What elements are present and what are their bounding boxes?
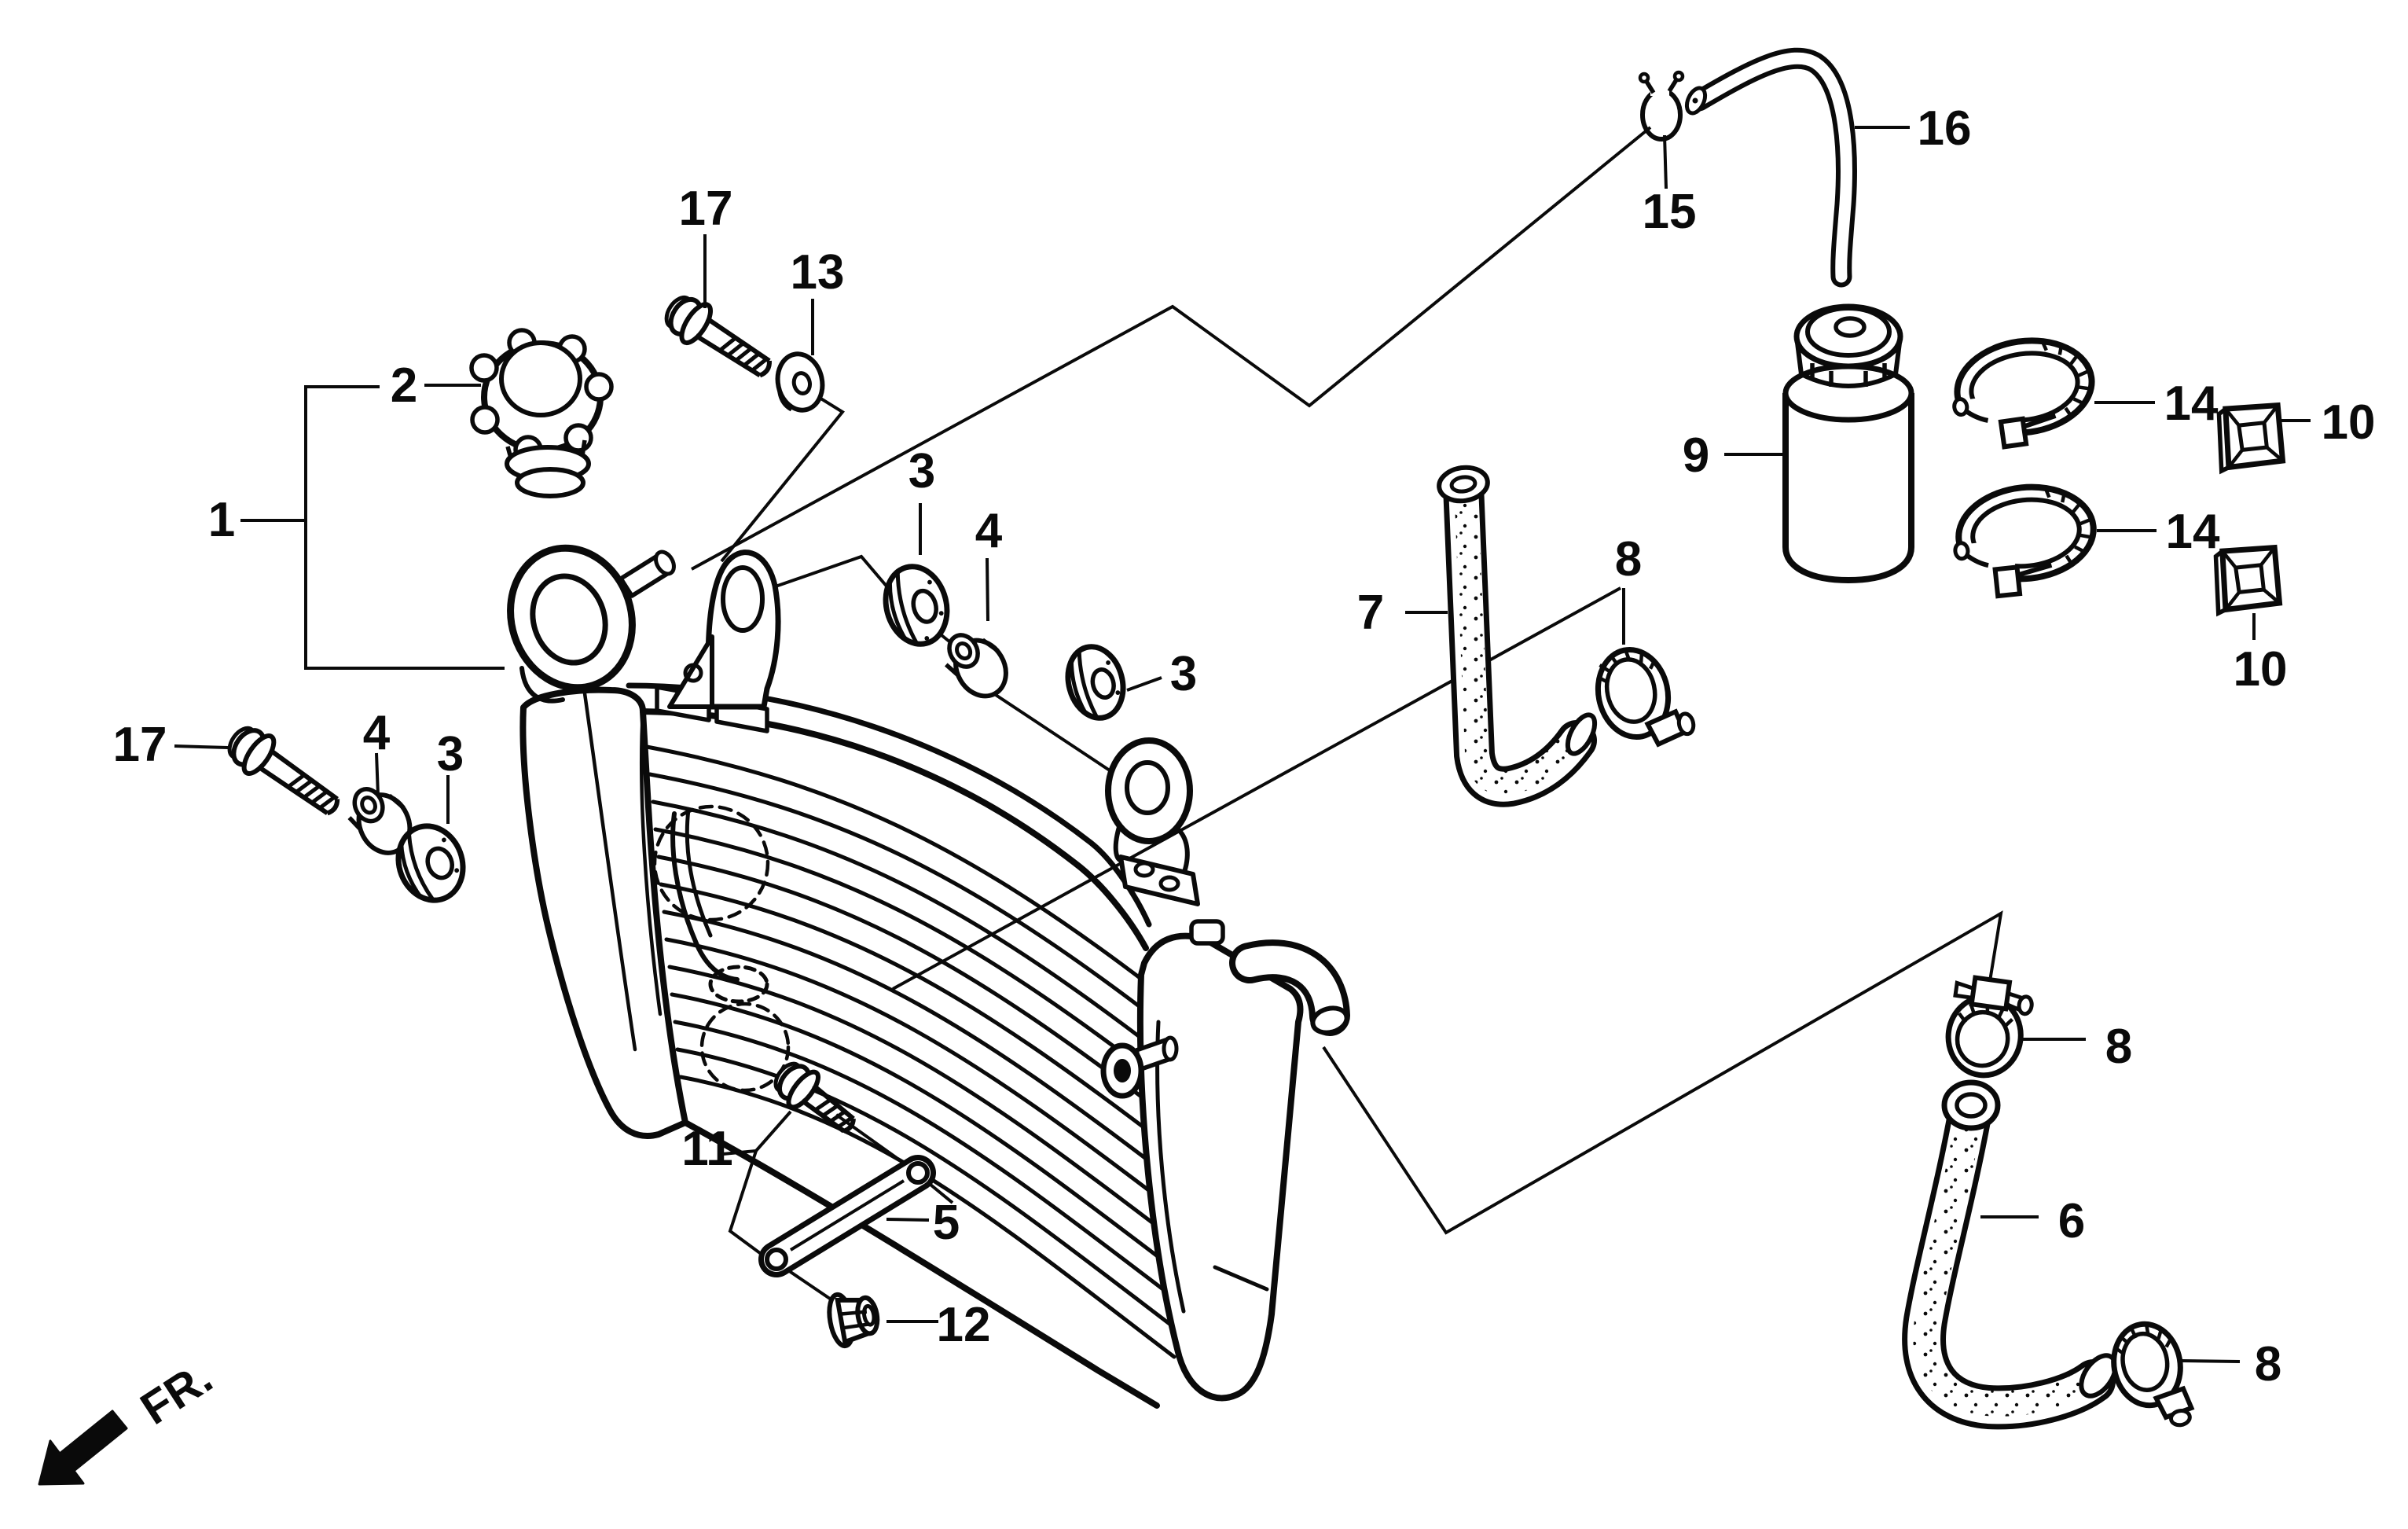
part-label-2: 2 — [391, 358, 417, 413]
line-neck-to-clamp15 — [691, 126, 1652, 571]
part-label-14-lower: 14 — [2166, 505, 2220, 559]
clip-10-upper — [2216, 402, 2286, 475]
part-label-15: 15 — [1643, 185, 1697, 239]
leader-4-left — [375, 752, 380, 796]
reference-lines — [691, 126, 2003, 1300]
grommet-3-right — [1065, 644, 1126, 721]
part-label-8-middle: 8 — [1615, 532, 1642, 586]
bracket-1 — [304, 385, 505, 670]
front-arrow-icon — [38, 1410, 128, 1486]
core-bottom-edge — [682, 1119, 1160, 1409]
upper-mount-bracket — [667, 549, 781, 710]
part-label-1: 1 — [208, 493, 235, 547]
part-label-8-lower-right: 8 — [2255, 1337, 2281, 1391]
radiator-core-fins — [644, 744, 1176, 1359]
line-washer13-to-bracket — [720, 390, 845, 563]
tube-clip-15 — [1638, 70, 1685, 142]
line-collar-to-eye — [992, 692, 1121, 778]
right-mount-bracket — [1105, 737, 1200, 906]
part-label-12: 12 — [937, 1298, 991, 1352]
part-label-7: 7 — [1357, 586, 1384, 640]
radiator-left-tank — [519, 686, 688, 1139]
part-label-9: 9 — [1683, 428, 1709, 483]
part-label-3-left: 3 — [437, 727, 464, 781]
part-label-4-left: 4 — [363, 706, 391, 760]
clip-10-lower — [2213, 544, 2283, 617]
line-bracket-to-grommet — [752, 554, 899, 601]
line-outlet-to-hose6 — [1322, 910, 2003, 1235]
flange-bolt-11 — [773, 1061, 856, 1134]
part-label-17-left: 17 — [113, 718, 167, 772]
filler-neck — [507, 544, 676, 704]
grommet-3-left — [395, 823, 466, 903]
hose-clamp-8-upper-right — [1945, 975, 2034, 1079]
callout-leaders — [174, 126, 2311, 1363]
water-hose-6 — [1902, 1079, 2118, 1430]
part-label-8-upper-right: 8 — [2105, 1020, 2132, 1074]
part-label-10-lower: 10 — [2234, 642, 2288, 697]
radiator-right-tank — [1100, 919, 1350, 1402]
overflow-hose-16 — [1684, 47, 1857, 288]
flange-nut-12 — [827, 1292, 880, 1349]
leader-3-right — [1126, 676, 1162, 692]
part-label-4-upper: 4 — [975, 504, 1003, 558]
leader-17-left — [174, 744, 229, 749]
grommet-3-upper — [883, 564, 950, 647]
part-label-17-top: 17 — [679, 182, 733, 236]
flange-bolt-17-top — [664, 295, 772, 378]
front-direction-indicator: FR. — [38, 1351, 222, 1486]
line-stay-to-nut12 — [784, 1267, 831, 1300]
front-arrow-label: FR. — [132, 1351, 222, 1434]
line-core-to-clamp8 — [892, 586, 1621, 991]
part-label-3-upper: 3 — [909, 444, 935, 498]
hose-clamp-8-lower-right — [2111, 1321, 2195, 1428]
reserve-tank-9 — [1782, 303, 1914, 584]
filler-pipe-line — [582, 691, 637, 1052]
hose-clamp-8-middle — [1595, 646, 1696, 748]
part-callouts: 1 2 17 13 3 4 3 17 4 3 11 5 12 15 16 8 7… — [113, 101, 2376, 1391]
part-label-13: 13 — [791, 245, 845, 300]
part-label-5: 5 — [933, 1196, 960, 1250]
part-label-16: 16 — [1918, 101, 1972, 156]
part-label-6: 6 — [2058, 1194, 2085, 1248]
outlet-elbow-end — [1310, 1005, 1349, 1035]
radiator-cap — [469, 328, 614, 498]
core-hidden-details — [652, 804, 791, 1093]
leader-8-lower-right — [2181, 1359, 2241, 1363]
left-tank-inner-edge — [640, 709, 663, 1016]
leader-11 — [722, 1110, 792, 1156]
mount-band-14-upper — [1952, 337, 2095, 450]
flange-bolt-17-left — [227, 726, 340, 816]
leader-4-upper — [986, 557, 989, 622]
radiator-stay-5 — [758, 1155, 936, 1277]
part-label-3-right: 3 — [1170, 647, 1197, 701]
part-label-10-upper: 10 — [2322, 395, 2376, 450]
line-bolt11-to-stay-lower — [728, 1150, 765, 1257]
collar-4-upper — [944, 633, 1008, 699]
mount-band-14-lower — [1953, 483, 2097, 599]
collar-4-left — [347, 787, 413, 855]
tank-top-stub — [1189, 919, 1225, 946]
washer-13 — [775, 351, 825, 413]
outlet-elbow-inner — [1235, 946, 1344, 1030]
part-label-14-upper: 14 — [2164, 377, 2219, 431]
radiator-assembly — [507, 544, 1350, 1409]
water-hose-7 — [1437, 465, 1598, 807]
leader-5 — [886, 1218, 930, 1222]
part-label-11: 11 — [681, 1122, 733, 1176]
leader-15 — [1663, 134, 1668, 189]
